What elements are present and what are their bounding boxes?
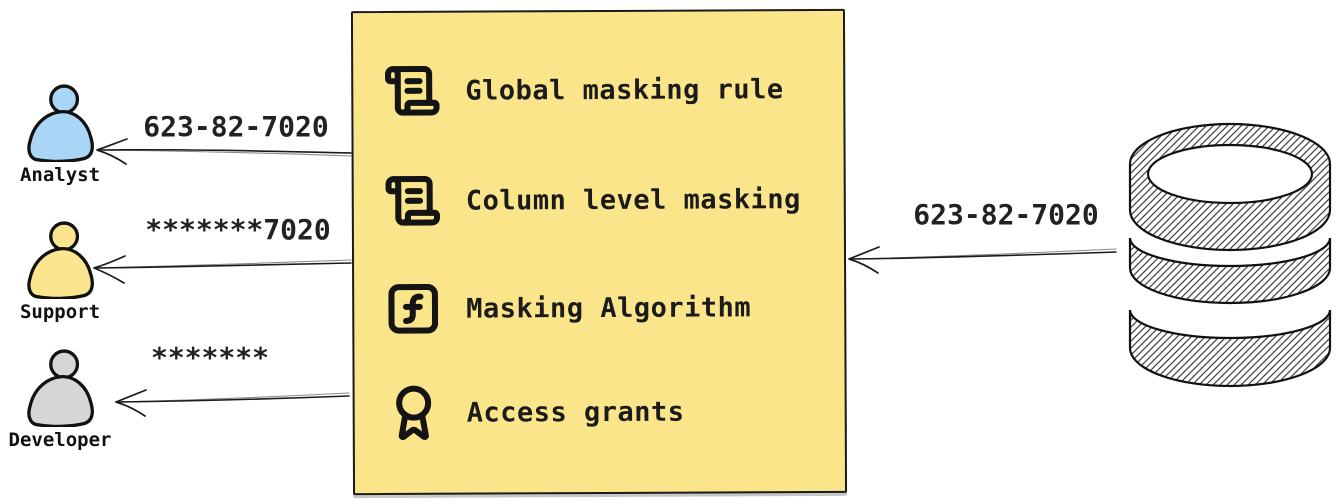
masking-item-global-rule: Global masking rule	[383, 59, 784, 121]
masking-item-algorithm: Masking Algorithm	[384, 277, 751, 339]
actor-developer: Developer	[0, 349, 120, 451]
person-icon	[27, 221, 94, 299]
person-icon	[27, 349, 94, 427]
scroll-text-icon	[385, 65, 440, 116]
masking-box: Global masking rule Column level masking…	[350, 8, 848, 496]
arrow-to-support	[93, 255, 352, 284]
masking-item-label: Masking Algorithm	[466, 291, 752, 325]
masking-item-column-level: Column level masking	[384, 169, 801, 231]
value-label-analyst: 623-82-7020	[143, 110, 329, 143]
function-square-icon	[388, 283, 439, 334]
masking-item-label: Global masking rule	[465, 73, 784, 107]
actor-label: Support	[19, 301, 101, 323]
arrow-to-developer	[115, 389, 350, 417]
actor-label: Developer	[8, 429, 112, 451]
value-label-database: 623-82-7020	[913, 198, 1099, 231]
person-icon	[27, 84, 94, 162]
masking-item-label: Access grants	[466, 396, 685, 429]
actor-support: Support	[0, 221, 120, 323]
arrow-from-database	[848, 246, 1117, 274]
value-label-support: *******7020	[145, 213, 331, 246]
database-icon	[1128, 122, 1332, 388]
masking-item-label: Column level masking	[465, 183, 801, 217]
value-label-developer: *******	[150, 341, 269, 374]
actor-analyst: Analyst	[0, 84, 120, 186]
actor-label: Analyst	[19, 164, 101, 186]
scroll-text-icon	[385, 175, 441, 226]
masking-item-access-grants: Access grants	[385, 382, 685, 443]
award-icon	[396, 385, 432, 440]
